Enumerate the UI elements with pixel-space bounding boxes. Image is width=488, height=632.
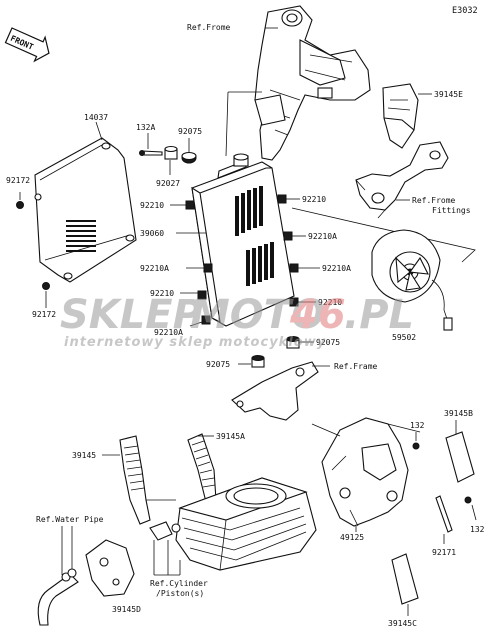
- label-ref-cylinder-1: Ref.Cylinder: [150, 579, 208, 588]
- watermark-brand-b: MOTO: [190, 292, 325, 338]
- clip-92171: [435, 495, 453, 533]
- label-92210-right-1: 92210: [302, 195, 326, 204]
- watermark-brand-a: SKLEP: [60, 292, 202, 338]
- label-ref-frame-mid: Ref.Frame: [334, 362, 378, 371]
- collar-92027: [164, 145, 178, 160]
- label-92210A-right-1: 92210A: [308, 232, 337, 241]
- label-49125: 49125: [340, 533, 364, 542]
- label-92172-top: 92172: [6, 176, 30, 185]
- label-14037: 14037: [84, 113, 108, 122]
- bolt-92172-bottom: [42, 282, 50, 308]
- lower-bracket: [231, 361, 319, 421]
- label-92172-bottom: 92172: [32, 310, 56, 319]
- label-92210A-left-2: 92210A: [154, 328, 183, 337]
- diagram-code: E3032: [452, 6, 478, 16]
- radiator-39060: [185, 153, 299, 327]
- label-92027: 92027: [156, 179, 180, 188]
- fan-59502: [371, 229, 453, 331]
- cover-39145: [119, 435, 151, 525]
- label-ref-frame-fittings-2: Fittings: [432, 206, 471, 215]
- label-39145B: 39145B: [444, 409, 473, 418]
- grommet-92075-top: [181, 151, 197, 164]
- cover-39145C: [391, 553, 419, 605]
- label-59502: 59502: [392, 333, 416, 342]
- label-92210-right-2: 92210: [318, 298, 342, 307]
- label-ref-water-pipe: Ref.Water Pipe: [36, 515, 104, 524]
- bolt-92172-top: [16, 192, 24, 209]
- watermark: SKLEP MOTO 46 .PL internetowy sklep moto…: [60, 292, 414, 350]
- bolt-132-top: [412, 432, 420, 450]
- label-92075-bottom: 92075: [206, 360, 230, 369]
- label-39060: 39060: [140, 229, 164, 238]
- cylinder-block: [175, 477, 317, 571]
- grommet-92075-bottom: [251, 355, 265, 368]
- label-92210A-right-2: 92210A: [322, 264, 351, 273]
- frame-part: [254, 5, 371, 161]
- label-39145E: 39145E: [434, 90, 463, 99]
- watermark-brand-d: .PL: [344, 292, 414, 338]
- water-hose: [37, 568, 79, 626]
- watermark-brand-c: 46: [289, 292, 346, 338]
- label-39145A: 39145A: [216, 432, 245, 441]
- front-arrow-badge: FRONT: [4, 27, 50, 63]
- label-39145D: 39145D: [112, 605, 141, 614]
- grommet-92075-mid: [286, 336, 300, 349]
- label-92075-mid: 92075: [316, 338, 340, 347]
- watermark-tagline: internetowy sklep motocyklowy: [64, 335, 326, 350]
- frame-fitting-bracket: [355, 141, 449, 219]
- cover-39145D: [85, 539, 135, 597]
- cover-39145A: [187, 433, 217, 503]
- bolt-132A: [139, 150, 163, 156]
- radiator-screen-14037: [34, 137, 137, 283]
- label-132-right-1: 132: [410, 421, 425, 430]
- label-ref-frame-top: Ref.Frome: [187, 23, 231, 32]
- label-132A: 132A: [136, 123, 155, 132]
- label-92075-top: 92075: [178, 127, 202, 136]
- label-132-right-2: 132: [470, 525, 485, 534]
- label-ref-frame-fittings-1: Ref.Frome: [412, 196, 456, 205]
- cover-49125: [321, 417, 409, 527]
- bolt-132-bottom: [464, 496, 477, 521]
- label-92210-left-2: 92210: [150, 289, 174, 298]
- label-92210-left-1: 92210: [140, 201, 164, 210]
- water-fitting: [149, 521, 181, 541]
- label-39145: 39145: [72, 451, 96, 460]
- label-39145C: 39145C: [388, 619, 417, 628]
- cover-39145E: [382, 83, 419, 149]
- label-ref-cylinder-2: /Piston(s): [156, 589, 204, 598]
- label-92210A-left-1: 92210A: [140, 264, 169, 273]
- cover-39145B: [445, 431, 475, 483]
- label-92171: 92171: [432, 548, 456, 557]
